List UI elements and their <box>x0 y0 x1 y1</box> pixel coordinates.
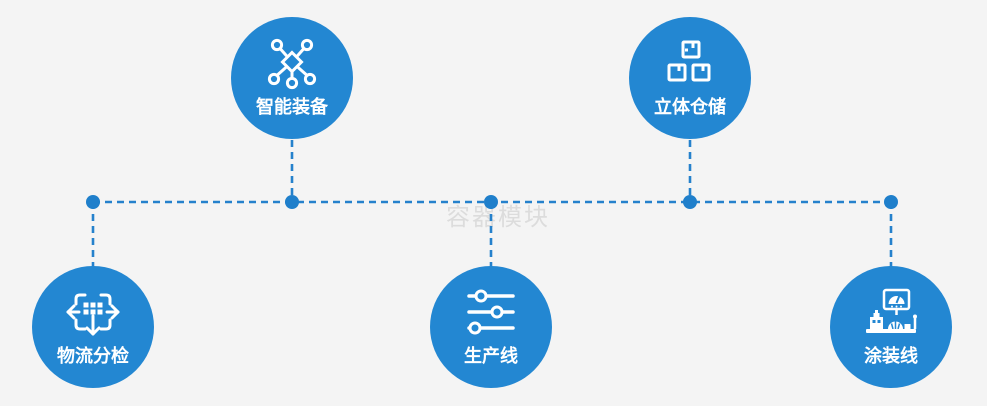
network-molecule-icon <box>265 34 319 91</box>
connector-junction-dot <box>86 195 100 209</box>
sliders-icon <box>466 283 516 340</box>
node-smart-equipment[interactable]: 智能装备 <box>231 17 353 139</box>
node-label: 立体仓储 <box>654 97 726 117</box>
coating-machine-icon <box>859 283 923 340</box>
node-coating-line[interactable]: 涂装线 <box>830 266 952 388</box>
sort-dispatch-icon <box>65 283 121 340</box>
connector-junction-dot <box>285 195 299 209</box>
node-production-line[interactable]: 生产线 <box>430 266 552 388</box>
node-label: 涂装线 <box>864 346 918 366</box>
watermark-text: 容器模块 <box>446 204 550 231</box>
node-label: 物流分检 <box>57 346 129 366</box>
node-warehouse[interactable]: 立体仓储 <box>629 17 751 139</box>
node-label: 生产线 <box>464 346 518 366</box>
connector-junction-dot <box>884 195 898 209</box>
connector-junction-dot <box>484 195 498 209</box>
connector-junction-dot <box>683 195 697 209</box>
stacked-boxes-icon <box>666 34 714 91</box>
node-logistics-sorting[interactable]: 物流分检 <box>32 266 154 388</box>
node-label: 智能装备 <box>256 97 328 117</box>
